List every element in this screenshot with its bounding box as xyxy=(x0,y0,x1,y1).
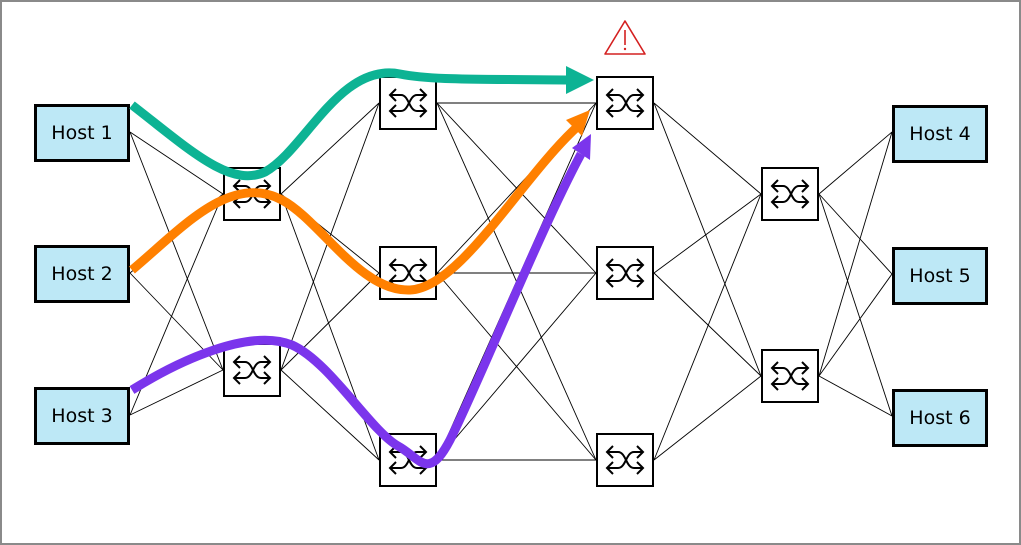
arrowhead-host2 xyxy=(566,110,590,136)
link xyxy=(653,193,762,461)
link xyxy=(280,369,380,461)
path-host3 xyxy=(129,151,585,469)
switch-crossed-arrows-icon xyxy=(381,88,435,132)
link xyxy=(653,193,762,274)
host-3: Host 3 xyxy=(34,387,130,445)
path-host1 xyxy=(129,68,571,181)
link xyxy=(129,131,224,195)
link xyxy=(653,272,762,377)
switch-crossed-arrows-icon xyxy=(225,355,279,399)
link xyxy=(818,375,893,417)
link xyxy=(818,273,893,377)
switch-crossed-arrows-icon xyxy=(763,361,817,405)
host-1-label: Host 1 xyxy=(51,122,113,144)
switch-l4-1 xyxy=(761,167,819,221)
link xyxy=(818,193,893,275)
path-host2 xyxy=(129,124,580,295)
switch-crossed-arrows-icon xyxy=(381,258,435,302)
host-2-label: Host 2 xyxy=(51,263,113,285)
link xyxy=(653,102,762,377)
switch-crossed-arrows-icon xyxy=(598,445,652,489)
host-1: Host 1 xyxy=(34,104,130,162)
link xyxy=(818,193,893,417)
host-6: Host 6 xyxy=(892,389,988,447)
host-3-label: Host 3 xyxy=(51,405,113,427)
switch-l1-2 xyxy=(223,343,281,397)
host-5-label: Host 5 xyxy=(909,265,971,287)
link xyxy=(653,102,762,195)
link xyxy=(653,375,762,461)
link xyxy=(818,131,893,377)
link xyxy=(818,131,893,195)
link xyxy=(280,102,380,195)
arrowhead-host1 xyxy=(566,66,594,94)
switch-l3-2 xyxy=(596,246,654,300)
host-4-label: Host 4 xyxy=(909,123,971,145)
host-6-label: Host 6 xyxy=(909,407,971,429)
switch-crossed-arrows-icon xyxy=(598,258,652,302)
switch-l4-2 xyxy=(761,349,819,403)
host-5: Host 5 xyxy=(892,247,988,305)
switch-l3-1 xyxy=(596,76,654,130)
warning-triangle-icon xyxy=(604,20,646,55)
link xyxy=(436,272,597,461)
link xyxy=(280,272,380,371)
switch-crossed-arrows-icon xyxy=(763,179,817,223)
switch-l2-1 xyxy=(379,76,437,130)
link xyxy=(129,369,224,416)
host-2: Host 2 xyxy=(34,245,130,303)
arrowhead-host3 xyxy=(572,134,591,160)
switch-crossed-arrows-icon xyxy=(598,88,652,132)
link xyxy=(129,131,224,371)
switch-l3-3 xyxy=(596,433,654,487)
host-4: Host 4 xyxy=(892,105,988,163)
